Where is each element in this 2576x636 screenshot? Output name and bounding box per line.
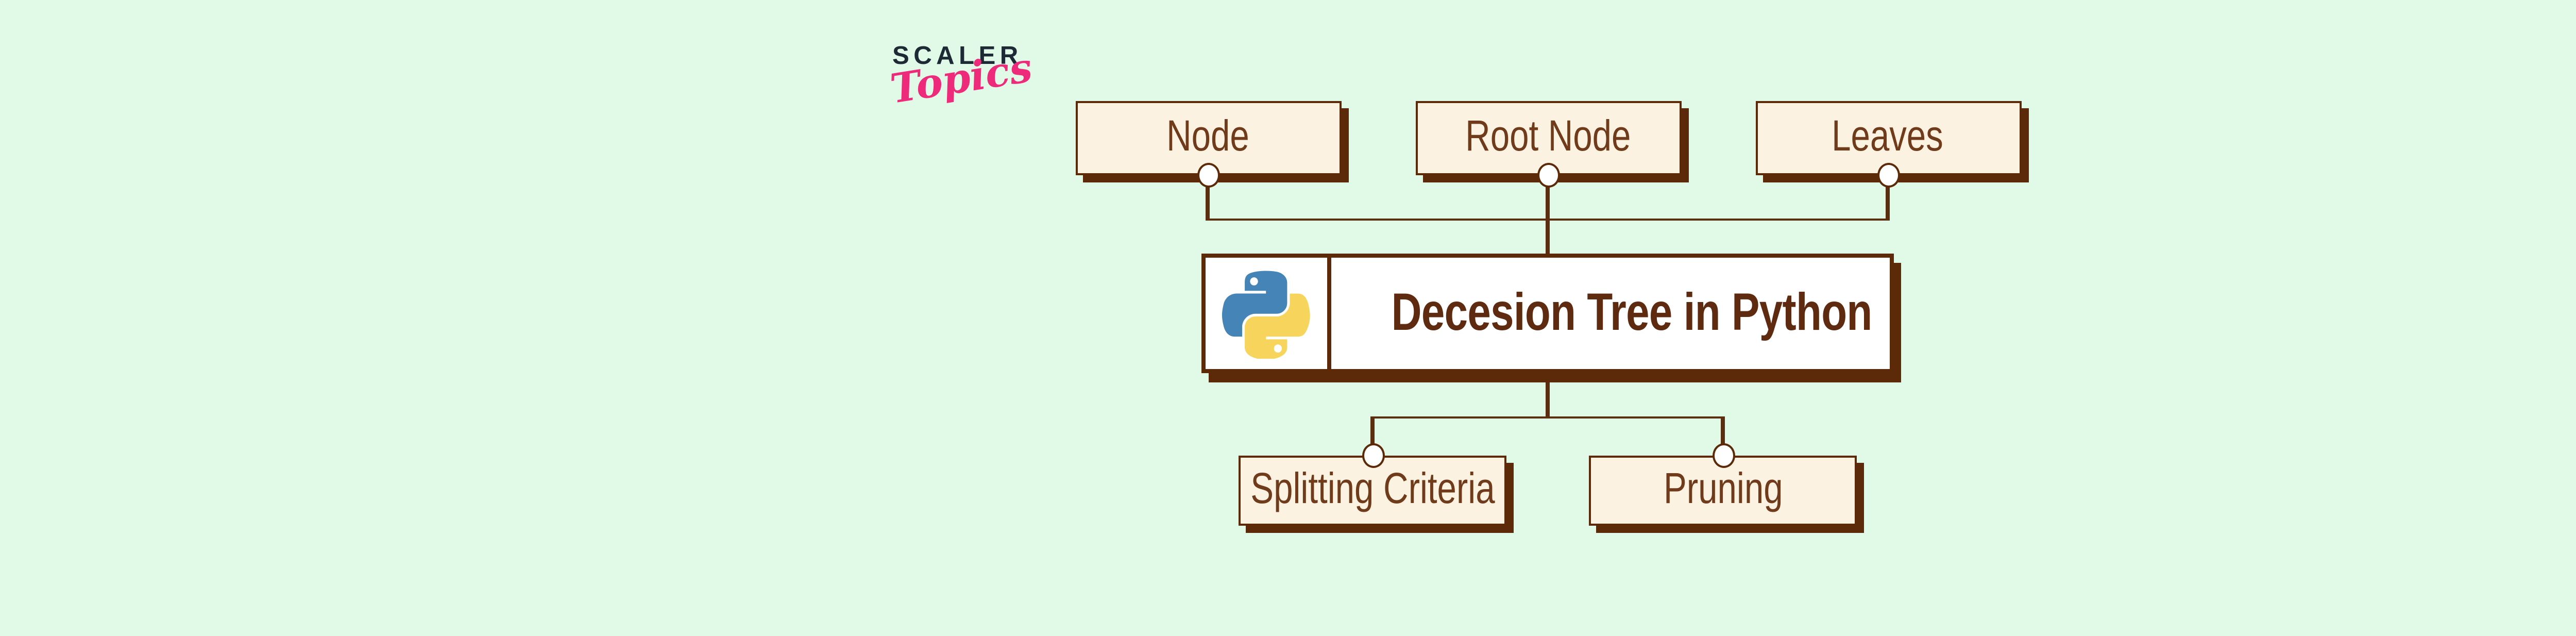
- connector-line: [1546, 175, 1549, 221]
- connector-line: [1546, 379, 1549, 419]
- connector-dot: [1536, 163, 1559, 188]
- connector-dot: [1361, 443, 1384, 468]
- scaler-logo-text: SCALER: [892, 41, 1023, 70]
- scaler-topics-logo: SCALER Topics: [887, 41, 1037, 113]
- connector-line: [1371, 416, 1374, 447]
- decision-tree-title-box: Decesion Tree in Python: [1201, 254, 1894, 373]
- connector-dot: [1196, 163, 1219, 188]
- leaves-label: Leaves: [1832, 113, 1944, 161]
- node-label: Node: [1166, 113, 1249, 161]
- connector-line: [1721, 416, 1724, 447]
- root-node-label: Root Node: [1465, 113, 1631, 161]
- python-logo-panel: [1206, 258, 1331, 369]
- connector-line: [1546, 219, 1549, 255]
- connector-dot: [1711, 443, 1734, 468]
- python-icon: [1222, 269, 1311, 358]
- splitting-criteria-label: Splitting Criteria: [1250, 466, 1495, 513]
- connector-line: [1371, 415, 1724, 419]
- pruning-label: Pruning: [1663, 466, 1783, 513]
- diagram-title: Decesion Tree in Python: [1391, 283, 1873, 341]
- connector-line: [1206, 175, 1209, 221]
- connector-dot: [1876, 163, 1899, 188]
- connector-line: [1886, 175, 1889, 221]
